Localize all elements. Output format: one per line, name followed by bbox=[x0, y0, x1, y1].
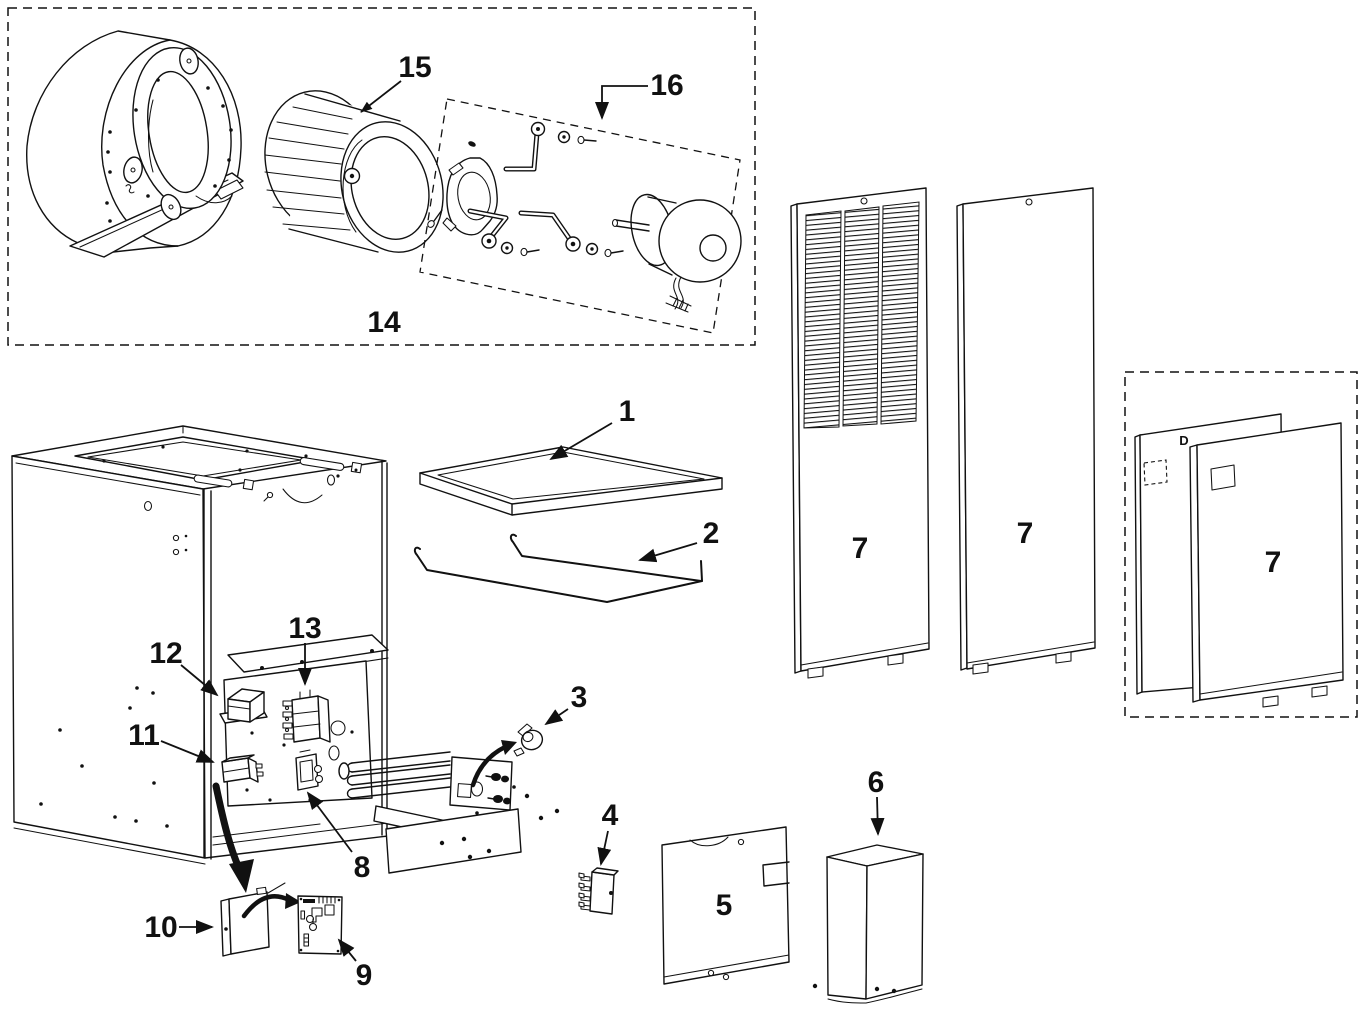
arrow-to-grommet bbox=[470, 744, 508, 788]
leader-12 bbox=[180, 664, 219, 697]
blower-motor bbox=[611, 193, 742, 313]
circuit-board bbox=[297, 895, 343, 955]
motor-mounting-kit bbox=[419, 98, 742, 334]
door-panel-plain: 7 bbox=[956, 187, 1096, 675]
control-box-cover bbox=[812, 844, 924, 1004]
interlock-switch bbox=[578, 867, 619, 915]
junction-box-cover bbox=[220, 882, 286, 957]
callout-12: 12 bbox=[149, 637, 182, 670]
blower-wheel-slats bbox=[264, 106, 353, 231]
sequencer bbox=[282, 689, 331, 743]
callout-13: 13 bbox=[288, 612, 321, 645]
callout-7-louvered: 7 bbox=[852, 532, 869, 565]
door-panel-set-boundary bbox=[1124, 371, 1358, 718]
callout-2: 2 bbox=[703, 517, 720, 550]
rear-panel-letter: D bbox=[1179, 433, 1188, 448]
door-panel-louvered: 7 bbox=[790, 187, 930, 679]
arrow-to-cover-head bbox=[229, 859, 254, 893]
callout-5: 5 bbox=[716, 889, 733, 922]
blower-assembly-boundary bbox=[7, 7, 756, 346]
callout-14: 14 bbox=[367, 306, 401, 339]
motor-kit-fasteners bbox=[427, 130, 624, 258]
callout-15: 15 bbox=[398, 51, 431, 84]
callout-16: 16 bbox=[650, 69, 683, 102]
leader-1 bbox=[549, 422, 613, 461]
grommet bbox=[513, 723, 544, 757]
leader-3 bbox=[544, 708, 569, 726]
front-door-panel: 7 bbox=[1189, 422, 1344, 708]
callout-8: 8 bbox=[354, 851, 371, 884]
louver-grille bbox=[803, 201, 920, 429]
housing-side-holes bbox=[105, 130, 112, 223]
callout-4: 4 bbox=[602, 799, 619, 832]
leader-9 bbox=[337, 938, 357, 962]
leader-15 bbox=[360, 80, 402, 113]
element-mount-screws bbox=[439, 793, 560, 860]
callout-6: 6 bbox=[868, 766, 885, 799]
blower-assembly-group: 15 16 14 bbox=[7, 7, 756, 346]
callout-1: 1 bbox=[619, 395, 636, 428]
arrow-cover-to-board-head bbox=[285, 893, 301, 909]
leader-4 bbox=[597, 830, 612, 866]
callout-3: 3 bbox=[571, 681, 588, 714]
leader-6 bbox=[870, 796, 885, 836]
blower-wheel bbox=[264, 90, 444, 253]
callout-11: 11 bbox=[128, 719, 160, 752]
arrow-to-grommet-head bbox=[501, 740, 517, 755]
access-panel: 5 bbox=[661, 826, 790, 985]
arrow-cover-to-board bbox=[241, 894, 292, 919]
callout-9: 9 bbox=[356, 959, 373, 992]
housing-bolt-holes bbox=[134, 78, 233, 198]
relay bbox=[221, 754, 264, 783]
transformer bbox=[219, 688, 268, 724]
support-rack-wire bbox=[413, 533, 703, 603]
element-terminals bbox=[485, 773, 511, 805]
top-panel bbox=[419, 446, 723, 516]
top-frame-slots bbox=[102, 445, 363, 491]
leader-16 bbox=[595, 85, 648, 120]
switch-terminals bbox=[578, 872, 591, 911]
door-panel-set: D 7 bbox=[1124, 371, 1358, 718]
motor-kit-boundary bbox=[419, 98, 741, 334]
housing-mounting-ears bbox=[123, 47, 199, 221]
callout-7-boxed: 7 bbox=[1265, 546, 1282, 579]
blower-housing bbox=[26, 30, 244, 258]
leader-8 bbox=[306, 791, 353, 853]
side-panel-holes bbox=[39, 500, 188, 828]
leader-11 bbox=[160, 740, 215, 763]
motor-mount-arms bbox=[467, 121, 581, 252]
leader-2 bbox=[638, 542, 698, 563]
motor-lead-wire bbox=[673, 277, 679, 310]
callout-7-plain: 7 bbox=[1017, 517, 1034, 550]
housing-part-marking bbox=[125, 184, 135, 194]
arrow-to-cover bbox=[212, 782, 243, 872]
limit-switch bbox=[295, 749, 324, 791]
heating-element-assembly bbox=[338, 751, 560, 874]
callout-10: 10 bbox=[144, 911, 177, 944]
motor-wire-connector bbox=[665, 295, 692, 313]
furnace-cabinet bbox=[11, 425, 560, 893]
